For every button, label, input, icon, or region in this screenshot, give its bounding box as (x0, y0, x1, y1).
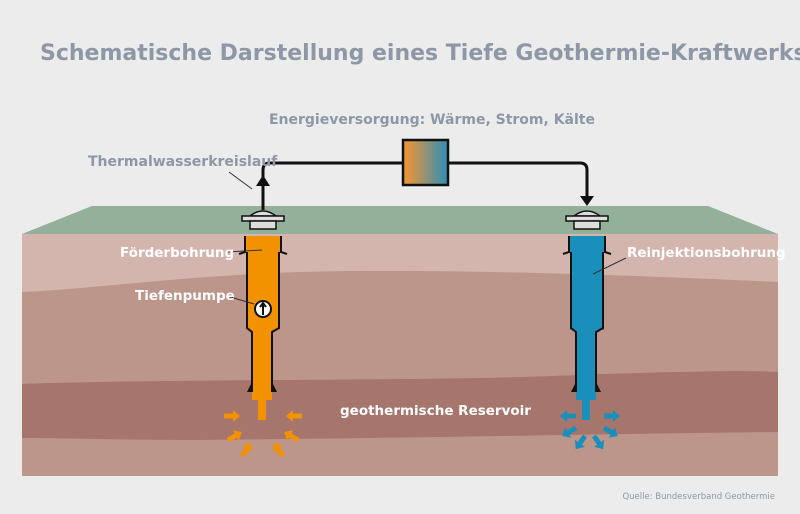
diagram-title: Schematische Darstellung eines Tiefe Geo… (40, 41, 800, 66)
pump-label: Tiefenpumpe (135, 288, 235, 304)
wellhead-right (565, 210, 609, 230)
circuit-label: Thermalwasserkreislauf (88, 154, 278, 170)
reservoir-label: geothermische Reservoir (340, 403, 531, 419)
surface-layer (22, 206, 778, 234)
source-credit: Quelle: Bundesverband Geothermie (622, 492, 775, 502)
injection-well (562, 236, 612, 420)
heat-exchanger (401, 138, 450, 187)
production-well (238, 236, 288, 420)
arrow-down-icon (580, 196, 594, 206)
arrow-up-icon (256, 175, 270, 186)
energy-supply-label: Energieversorgung: Wärme, Strom, Kälte (269, 112, 595, 128)
production-well-label: Förderbohrung (120, 245, 234, 261)
injection-well-label: Reinjektionsbohrung (627, 245, 786, 261)
ground-layers (22, 206, 778, 476)
leader-lines (226, 171, 627, 305)
wellhead-left (241, 210, 285, 230)
